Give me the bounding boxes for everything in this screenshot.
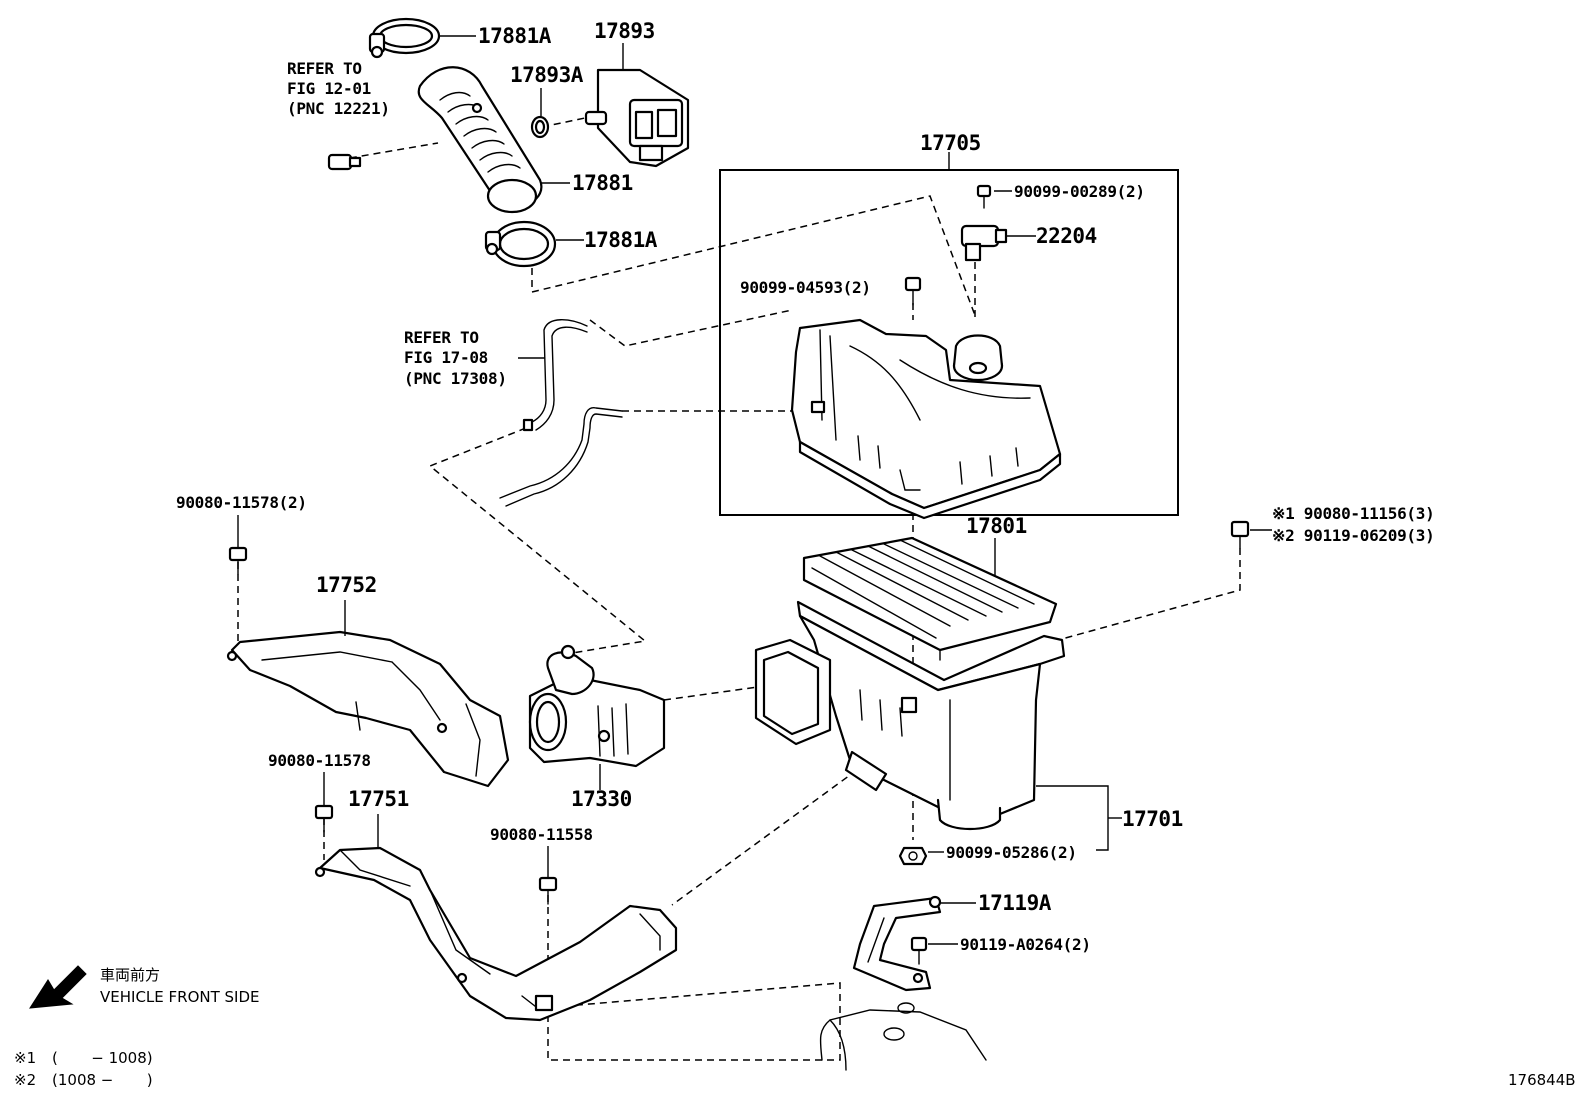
air-cleaner-upper-case	[790, 318, 1062, 520]
footnote-2-text: (1008 − )	[52, 1071, 153, 1089]
air-cleaner-lower-case-17701	[754, 600, 1066, 830]
intake-hose-17881	[417, 66, 543, 214]
diagram-id: 176844B	[1508, 1071, 1576, 1089]
reference-fig-17-08: REFER TO FIG 17-08 (PNC 17308)	[404, 328, 507, 388]
clamp-17881A-top	[368, 17, 441, 59]
label-90080-11558[interactable]: 90080-11558	[490, 825, 593, 844]
label-17701[interactable]: 17701	[1122, 807, 1183, 831]
label-17801[interactable]: 17801	[966, 514, 1027, 538]
ref-12-01-line1: REFER TO	[287, 59, 362, 78]
footnote-2-mark: ※2	[14, 1071, 36, 1089]
label-17893[interactable]: 17893	[594, 19, 655, 43]
label-17881A-bottom[interactable]: 17881A	[584, 228, 658, 252]
label-17881[interactable]: 17881	[572, 171, 633, 195]
duct-17752	[226, 630, 510, 788]
label-90080-11156[interactable]: ※1 90080-11156(3)	[1272, 504, 1435, 523]
footnote-1-text: ( − 1008)	[52, 1049, 153, 1067]
assembly-dashed-lines	[237, 117, 1241, 1061]
valve-17893	[584, 68, 690, 168]
label-17119A[interactable]: 17119A	[978, 891, 1052, 915]
vacuum-hoses	[499, 319, 623, 507]
ref-12-01-line3: (PNC 12221)	[287, 99, 390, 118]
label-17751[interactable]: 17751	[348, 787, 409, 811]
label-17752[interactable]: 17752	[316, 573, 377, 597]
vehicle-front-arrow	[29, 965, 87, 1009]
screw-90099-00289	[976, 184, 992, 209]
bolt-90080-11156	[1230, 520, 1250, 549]
ref-17-08-line2: FIG 17-08	[404, 348, 488, 367]
label-17893A[interactable]: 17893A	[510, 63, 584, 87]
label-90119-A0264[interactable]: 90119-A0264(2)	[960, 935, 1091, 954]
label-17705[interactable]: 17705	[920, 131, 981, 155]
ref-17-08-line1: REFER TO	[404, 328, 479, 347]
clamp-17881A-bottom	[484, 220, 557, 268]
label-90099-05286[interactable]: 90099-05286(2)	[946, 843, 1077, 862]
label-90119-06209[interactable]: ※2 90119-06209(3)	[1272, 526, 1435, 545]
vsv-plug-part	[327, 153, 362, 171]
bolt-90080-11578	[314, 804, 334, 833]
bracket-17119A	[852, 895, 942, 992]
reference-fig-12-01: REFER TO FIG 12-01 (PNC 12221)	[287, 59, 390, 118]
footnotes: ※1 ( − 1008) ※2 (1008 − )	[14, 1049, 153, 1089]
label-90080-11578[interactable]: 90080-11578	[268, 751, 371, 770]
bolt-90080-11578-2	[228, 546, 248, 575]
bolt-90080-11558	[538, 876, 558, 905]
bolt-90119-A0264	[910, 936, 928, 965]
duct-17751	[314, 846, 678, 1022]
valve-17330	[528, 644, 666, 768]
ref-17-08-line3: (PNC 17308)	[404, 369, 507, 388]
label-17330[interactable]: 17330	[571, 787, 632, 811]
direction-label-jp: 車両前方	[100, 966, 160, 984]
body-mount-outline	[819, 1002, 987, 1071]
label-17881A-top[interactable]: 17881A	[478, 24, 552, 48]
screw-90099-04593	[904, 276, 922, 306]
nut-90099-05286	[898, 846, 928, 866]
direction-label-en: VEHICLE FRONT SIDE	[100, 988, 260, 1006]
ref-12-01-line2: FIG 12-01	[287, 79, 371, 98]
label-90099-00289[interactable]: 90099-00289(2)	[1014, 182, 1145, 201]
sensor-22204	[960, 224, 1008, 262]
clamp-17893A	[530, 115, 550, 139]
footnote-1-mark: ※1	[14, 1049, 36, 1067]
label-90080-11578-2[interactable]: 90080-11578(2)	[176, 493, 307, 512]
label-90099-04593[interactable]: 90099-04593(2)	[740, 278, 871, 297]
filter-element-17801	[802, 536, 1058, 661]
label-22204[interactable]: 22204	[1036, 224, 1097, 248]
